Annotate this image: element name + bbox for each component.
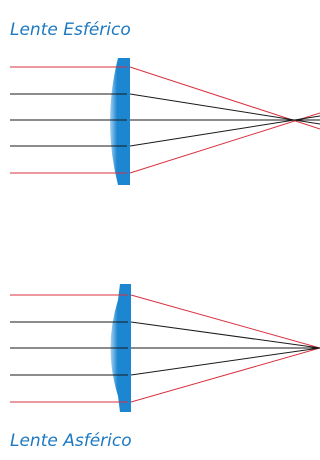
aspherical-lens-group [10, 284, 320, 412]
ray-refracted [131, 322, 320, 348]
ray-refracted [131, 295, 320, 348]
ray-refracted [130, 113, 320, 173]
ray-refracted [131, 348, 320, 375]
ray-refracted [131, 348, 320, 402]
spherical-lens-group [10, 58, 320, 185]
convex-lens-icon [110, 58, 130, 185]
aspherical-lens-title: Lente Asférico [10, 433, 132, 450]
